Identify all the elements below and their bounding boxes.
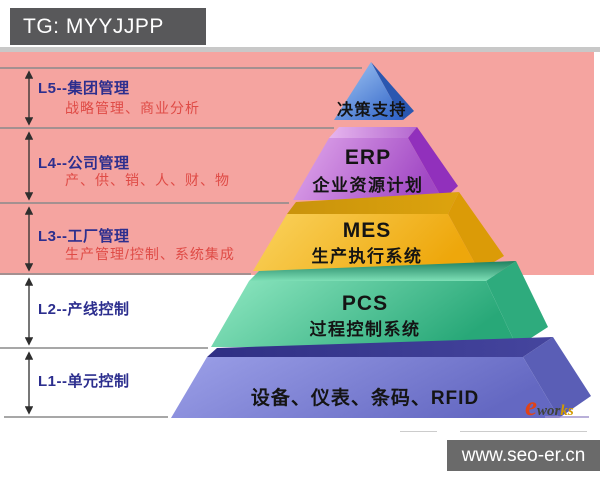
bottom-hairline-left: [400, 431, 437, 432]
tg-watermark: TG: MYYJJPP: [10, 8, 206, 45]
pyramid-erp-abbr: ERP: [344, 146, 392, 169]
eworks-logo: eworks: [525, 391, 574, 422]
pyramid-mes-label: 生产执行系统: [311, 247, 423, 266]
pyramid-level1-devices-shape: [171, 337, 591, 418]
pyramid-level3-mes-shape: [253, 192, 504, 271]
pyramid-level5-decision-shape: [334, 62, 414, 120]
level-l4-title: L4--公司管理: [38, 155, 130, 172]
seo-watermark: www.seo-er.cn: [447, 440, 600, 471]
level-separator-lines: [0, 67, 362, 418]
pyramid-decision-label: 决策支持: [336, 102, 408, 119]
eworks-logo-subtext-bar: [545, 416, 589, 418]
level-l2-title: L2--产线控制: [38, 301, 130, 318]
pyramid-devices-label: 设备、仪表、条码、RFID: [250, 388, 480, 409]
tg-watermark-label: TG: MYYJJPP: [23, 14, 164, 38]
pyramid-level4-erp-shape: [293, 127, 458, 200]
pyramid-pcs-abbr: PCS: [341, 292, 389, 315]
level-l1-title: L1--单元控制: [38, 373, 130, 390]
level-l5-title: L5--集团管理: [38, 80, 130, 97]
bottom-hairline-right: [460, 431, 587, 432]
eworks-logo-e: e: [525, 391, 537, 421]
eworks-logo-wor: wor: [536, 403, 561, 419]
pyramid-erp-label: 企业资源计划: [312, 176, 424, 195]
pyramid-mes-abbr: MES: [342, 219, 392, 242]
panel-top-shadow: [0, 47, 600, 52]
pyramid-level2-pcs-shape: [211, 261, 548, 347]
seo-watermark-label: www.seo-er.cn: [461, 444, 586, 466]
pyramid-pcs-label: 过程控制系统: [309, 320, 421, 339]
level-l3-subtitle: 生产管理/控制、系统集成: [65, 246, 235, 262]
level-l3-title: L3--工厂管理: [38, 228, 130, 245]
level-l4-subtitle: 产、供、销、人、财、物: [65, 172, 230, 188]
level-l5-subtitle: 战略管理、商业分析: [65, 100, 200, 116]
eworks-logo-ks: ks: [560, 403, 574, 419]
